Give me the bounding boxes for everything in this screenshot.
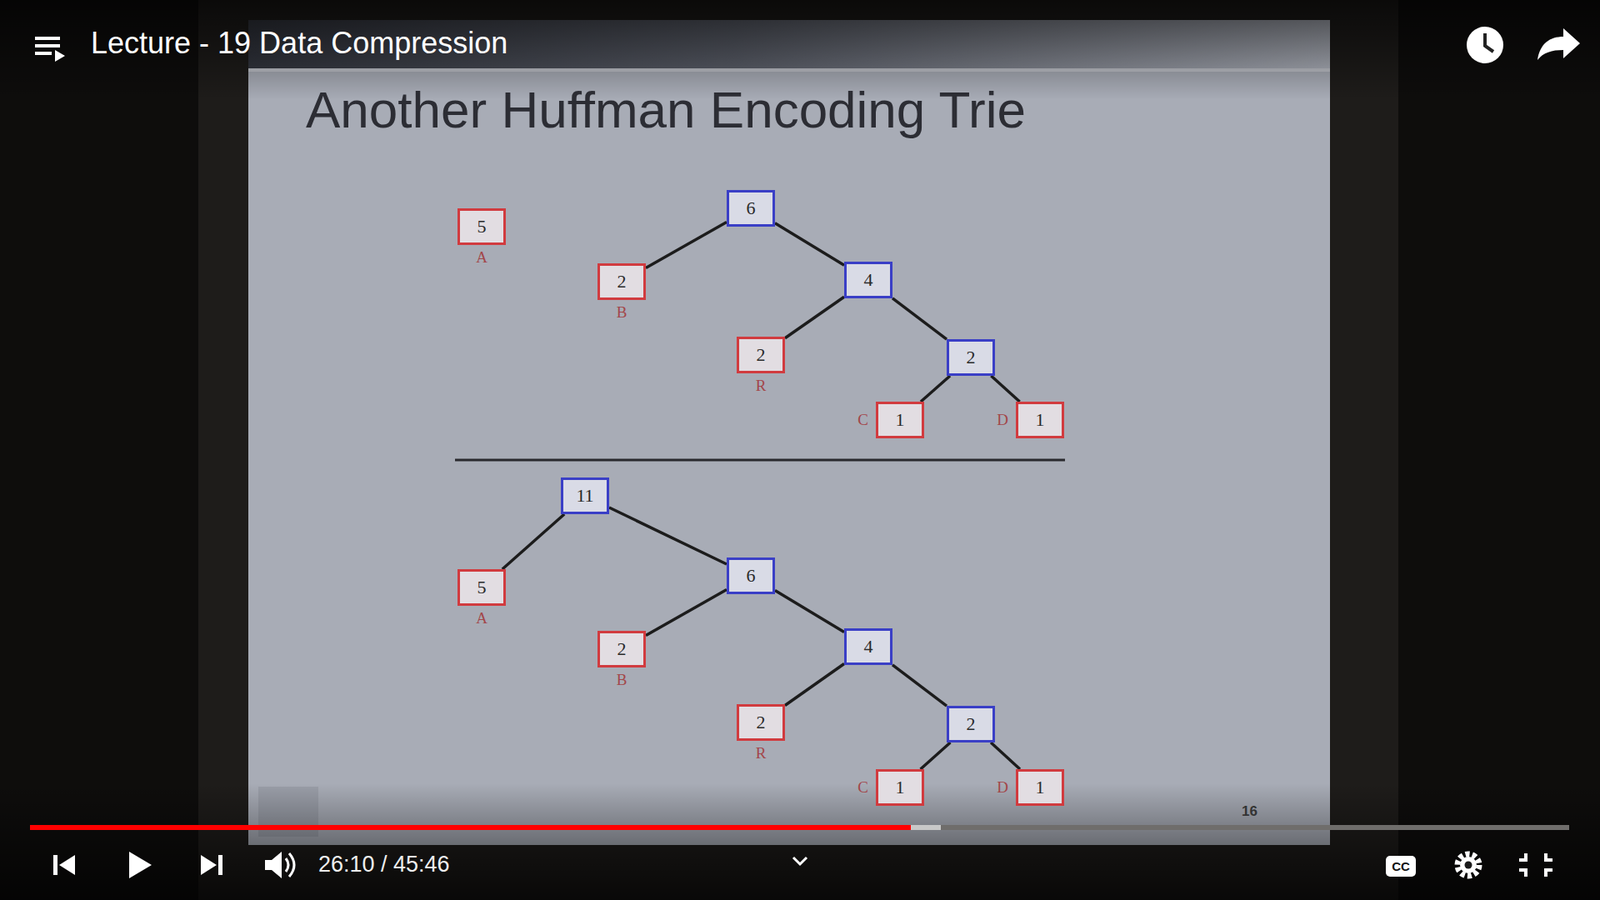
weight-number: 5 bbox=[477, 215, 487, 238]
internal-node: 4 bbox=[844, 261, 893, 299]
node-box: 1 bbox=[875, 769, 925, 806]
leaf-node: 1C bbox=[875, 401, 925, 439]
node-box: 2 bbox=[597, 630, 646, 668]
tree-edge bbox=[785, 296, 845, 339]
fullscreen-exit-icon bbox=[1519, 853, 1553, 877]
node-box: 1 bbox=[1015, 401, 1065, 439]
internal-node: 4 bbox=[844, 628, 893, 665]
weight-number: 4 bbox=[864, 269, 874, 291]
node-box: 5 bbox=[457, 208, 506, 245]
weight-number: 6 bbox=[746, 565, 756, 587]
weight-number: 2 bbox=[756, 344, 766, 366]
tree-edge bbox=[775, 223, 845, 266]
node-box: 4 bbox=[844, 628, 893, 665]
weight-number: 6 bbox=[746, 197, 756, 220]
symbol-letter: A bbox=[475, 609, 488, 628]
internal-node: 2 bbox=[946, 705, 995, 743]
playlist-icon bbox=[35, 36, 65, 62]
node-box: 1 bbox=[875, 401, 925, 439]
chevron-icon bbox=[793, 857, 807, 865]
weight-number: 1 bbox=[1035, 409, 1045, 431]
separator-line bbox=[455, 459, 1065, 462]
progress-track bbox=[30, 825, 1570, 830]
symbol-letter: D bbox=[996, 778, 1009, 797]
node-box: 2 bbox=[597, 263, 646, 300]
volume-icon bbox=[265, 851, 295, 879]
tree-edge bbox=[892, 665, 947, 706]
tree-edge bbox=[990, 742, 1020, 770]
node-box: 2 bbox=[946, 339, 995, 376]
tree-edge bbox=[645, 589, 727, 635]
tree-edge bbox=[645, 221, 727, 268]
internal-node: 11 bbox=[560, 477, 610, 515]
symbol-letter: R bbox=[755, 744, 767, 763]
tree-edge bbox=[920, 742, 951, 770]
weight-number: 2 bbox=[617, 638, 627, 660]
slide-title: Another Huffman Encoding Trie bbox=[305, 80, 1026, 140]
node-box: 4 bbox=[844, 261, 893, 299]
video-title: Lecture - 19 Data Compression bbox=[90, 25, 508, 61]
node-box: 6 bbox=[726, 557, 775, 595]
symbol-letter: B bbox=[616, 670, 628, 690]
weight-number: 5 bbox=[477, 576, 487, 599]
settings-icon bbox=[1457, 854, 1480, 876]
leaf-node: 1D bbox=[1015, 401, 1065, 439]
play-button bbox=[129, 851, 152, 879]
internal-node: 6 bbox=[726, 557, 775, 595]
symbol-letter: C bbox=[857, 778, 869, 797]
internal-node: 6 bbox=[726, 190, 775, 227]
node-box: 1 bbox=[1015, 769, 1065, 806]
time-display: 26:10 / 45:46 bbox=[318, 851, 450, 878]
weight-number: 2 bbox=[756, 711, 766, 734]
node-box: 2 bbox=[736, 336, 785, 374]
weight-number: 1 bbox=[895, 776, 905, 799]
leaf-node: 2R bbox=[736, 704, 785, 741]
node-box: 2 bbox=[736, 704, 785, 741]
leaf-node: 1C bbox=[875, 769, 925, 806]
weight-number: 2 bbox=[966, 346, 976, 369]
tree-edge bbox=[609, 507, 727, 565]
symbol-letter: D bbox=[996, 410, 1009, 430]
node-box: 5 bbox=[457, 569, 506, 606]
weight-number: 1 bbox=[895, 409, 905, 431]
bottom-shade bbox=[0, 783, 1600, 900]
weight-number: 2 bbox=[617, 270, 627, 293]
leaf-node: 1D bbox=[1015, 769, 1065, 806]
tree-edge bbox=[990, 375, 1020, 402]
next-button bbox=[200, 855, 223, 875]
tree-edge bbox=[775, 590, 845, 632]
weight-number: 1 bbox=[1035, 776, 1045, 799]
weight-number: 2 bbox=[966, 713, 976, 735]
node-box: 2 bbox=[946, 705, 995, 743]
captions-button: CC bbox=[1385, 855, 1416, 877]
weight-number: 11 bbox=[575, 485, 594, 507]
share-icon bbox=[1537, 28, 1580, 60]
tree-edge bbox=[920, 375, 950, 402]
leaf-node: 2B bbox=[597, 630, 646, 668]
leaf-node: 5A bbox=[457, 569, 506, 606]
symbol-letter: A bbox=[475, 248, 488, 267]
tree-edge bbox=[785, 663, 845, 705]
symbol-letter: B bbox=[616, 303, 628, 322]
previous-button bbox=[53, 855, 75, 875]
watch-later-icon bbox=[1466, 26, 1504, 64]
progress-played bbox=[30, 825, 911, 830]
symbol-letter: R bbox=[755, 376, 767, 395]
weight-number: 4 bbox=[864, 635, 874, 658]
leaf-node: 2B bbox=[597, 263, 646, 300]
leaf-node: 2R bbox=[736, 336, 785, 374]
slide-background bbox=[248, 20, 1330, 845]
tree-edge bbox=[892, 298, 947, 340]
node-box: 11 bbox=[560, 477, 610, 515]
progress-buffered bbox=[910, 825, 941, 830]
node-box: 6 bbox=[726, 190, 775, 227]
leaf-node: 5A bbox=[457, 208, 506, 245]
slide-number: 16 bbox=[1241, 803, 1258, 820]
symbol-letter: C bbox=[857, 410, 869, 430]
video-area bbox=[198, 0, 1399, 900]
internal-node: 2 bbox=[946, 339, 995, 376]
tree-edge bbox=[502, 514, 565, 570]
